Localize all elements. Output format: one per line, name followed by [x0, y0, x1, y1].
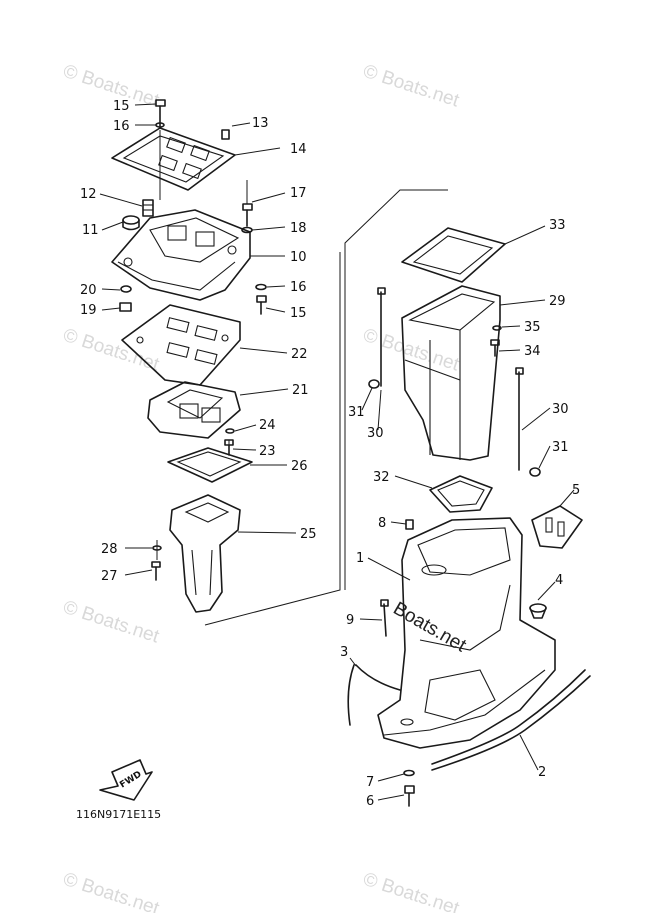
bolt-17	[241, 203, 253, 234]
bolt-9	[380, 599, 389, 637]
watermark-text: © Boats.net	[60, 869, 162, 913]
callout-15-right: 15	[290, 306, 307, 321]
callout-32: 32	[373, 470, 390, 485]
callout-7: 7	[366, 775, 374, 790]
nut-19	[119, 302, 132, 312]
plate-22	[121, 304, 241, 386]
callout-27: 27	[101, 569, 118, 584]
callout-31-left: 31	[348, 405, 365, 420]
fitting-12	[142, 199, 154, 217]
callout-21: 21	[292, 383, 309, 398]
callout-30-right: 30	[552, 402, 569, 417]
callout-2: 2	[538, 765, 546, 780]
callout-8: 8	[378, 516, 386, 531]
forward-label: FWD	[118, 770, 143, 791]
seal-strip-3	[347, 664, 401, 726]
callout-23: 23	[259, 444, 276, 459]
callout-31-right: 31	[552, 440, 569, 455]
nut-31-left	[368, 379, 380, 389]
manifold-21	[147, 381, 241, 439]
callout-25: 25	[300, 527, 317, 542]
callout-20: 20	[80, 283, 97, 298]
plug-4	[529, 603, 547, 619]
mount-strip-2-edge	[431, 675, 591, 771]
washer-20	[120, 285, 132, 293]
long-bolt-30-right	[515, 367, 524, 471]
gasket-33	[401, 227, 506, 283]
callout-15: 15	[113, 99, 130, 114]
bolt-27	[151, 561, 161, 581]
bolt-6	[404, 785, 415, 807]
bolt-15-right	[256, 295, 267, 315]
callout-30-left: 30	[367, 426, 384, 441]
pin-8	[405, 519, 414, 530]
guide-lines-left	[156, 130, 248, 560]
watermark-text: © Boats.net	[360, 869, 462, 913]
callout-13: 13	[252, 116, 269, 131]
forward-arrow-icon: FWD	[99, 759, 153, 801]
drawing-code: 116N9171E115	[76, 808, 161, 821]
callout-4: 4	[555, 573, 563, 588]
callout-29: 29	[549, 294, 566, 309]
callout-9: 9	[346, 613, 354, 628]
gasket-26	[167, 447, 253, 483]
watermark-text: © Boats.net	[60, 325, 162, 376]
long-bolt-30-left	[377, 287, 386, 387]
washer-35	[492, 325, 502, 331]
callout-10: 10	[290, 250, 307, 265]
callout-numbers: 15 16 13 14 12 11 17 18 10 16 15 20 19 2…	[80, 99, 580, 809]
callout-19: 19	[80, 303, 97, 318]
dowel-13	[221, 129, 230, 140]
callout-24: 24	[259, 418, 276, 433]
callout-18: 18	[290, 221, 307, 236]
callout-16-right: 16	[290, 280, 307, 295]
gasket-14	[111, 127, 236, 191]
frame-line	[344, 189, 448, 590]
nut-31-right	[529, 467, 541, 477]
callout-28: 28	[101, 542, 118, 557]
upper-casing-1	[377, 517, 556, 749]
exhaust-guide-10	[111, 209, 251, 301]
washer-24	[225, 428, 235, 434]
callout-3: 3	[340, 645, 348, 660]
mount-strip-2	[431, 669, 586, 765]
upper-case-29	[401, 285, 501, 461]
callout-22: 22	[291, 347, 308, 362]
callout-16: 16	[113, 119, 130, 134]
callout-34: 34	[524, 344, 541, 359]
callout-12: 12	[80, 187, 97, 202]
callout-35: 35	[524, 320, 541, 335]
callout-33: 33	[549, 218, 566, 233]
callout-11: 11	[82, 223, 99, 238]
watermark-text: © Boats.net	[60, 597, 162, 648]
callout-14: 14	[290, 142, 307, 157]
callout-26: 26	[291, 459, 308, 474]
seal-32	[429, 475, 493, 513]
watermark-text: © Boats.net	[360, 61, 462, 112]
rubber-5	[531, 505, 583, 549]
callout-5: 5	[572, 483, 580, 498]
callout-17: 17	[290, 186, 307, 201]
watermark-text: © Boats.net	[360, 325, 462, 376]
cap-11	[122, 215, 140, 231]
bolt-34	[490, 339, 500, 357]
washer-7	[403, 769, 415, 777]
frame-line-lower	[204, 252, 341, 626]
washer-16-right	[255, 283, 267, 291]
callout-1: 1	[356, 551, 364, 566]
callout-leaders	[99, 103, 575, 801]
exhaust-pipe-25	[169, 494, 241, 613]
callout-6: 6	[366, 794, 374, 809]
